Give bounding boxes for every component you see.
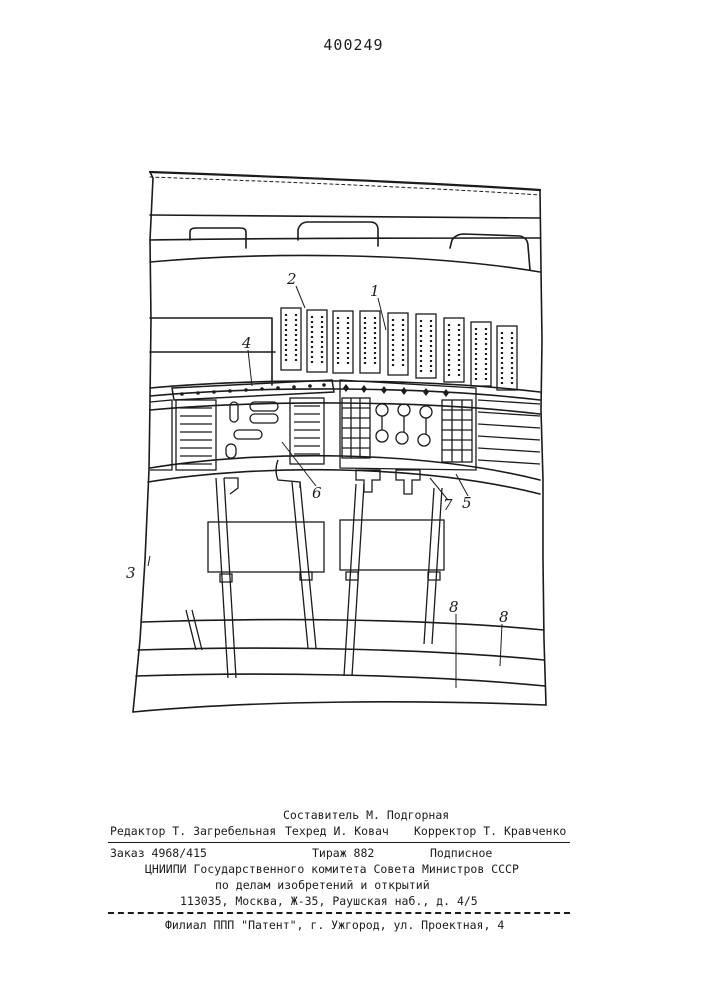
subscription-note: Подписное xyxy=(430,846,492,860)
imprint-rule-bottom xyxy=(108,912,570,914)
imprint-rule-top xyxy=(108,842,570,843)
order-number: Заказ 4968/415 xyxy=(110,846,207,860)
branch-line: Филиал ППП "Патент", г. Ужгород, ул. Про… xyxy=(165,918,504,932)
editor-credit: Редактор Т. Загребельная xyxy=(110,824,276,838)
org-address: 113035, Москва, Ж-35, Раушская наб., д. … xyxy=(180,894,478,908)
proofreader-credit: Корректор Т. Кравченко xyxy=(414,824,566,838)
tech-editor-credit: Техред И. Ковач xyxy=(285,824,389,838)
org-line-2: по делам изобретений и открытий xyxy=(215,878,430,892)
org-line-1: ЦНИИПИ Государственного комитета Совета … xyxy=(145,862,519,876)
circulation: Тираж 882 xyxy=(312,846,374,860)
compiler-line: Составитель М. Подгорная xyxy=(283,808,449,822)
